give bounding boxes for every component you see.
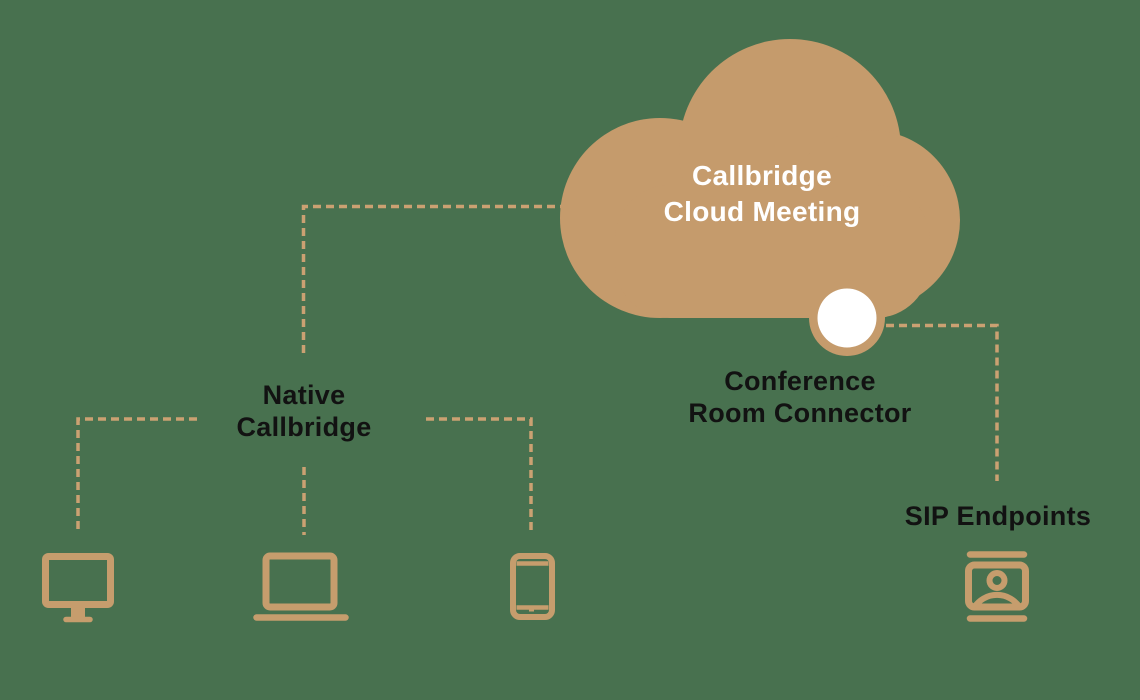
video-conference-icon [965, 551, 1029, 622]
video-conference-person-head [986, 570, 1008, 591]
video-conference-frame [965, 561, 1029, 611]
line-cloud-to-native [301, 204, 568, 357]
laptop-icon [253, 552, 349, 621]
line-connector-to-sip [886, 323, 999, 481]
line-native-to-monitor [76, 417, 197, 530]
smartphone-body [510, 553, 555, 620]
smartphone-icon [510, 553, 555, 620]
line-native-to-phone [426, 417, 533, 532]
video-conference-person-shoulders [972, 592, 1022, 609]
monitor-icon [42, 553, 114, 623]
laptop-screen [262, 552, 338, 611]
connector-lines [76, 204, 999, 535]
cloud-body [615, 185, 930, 318]
connector-dot-icon [817, 288, 877, 348]
